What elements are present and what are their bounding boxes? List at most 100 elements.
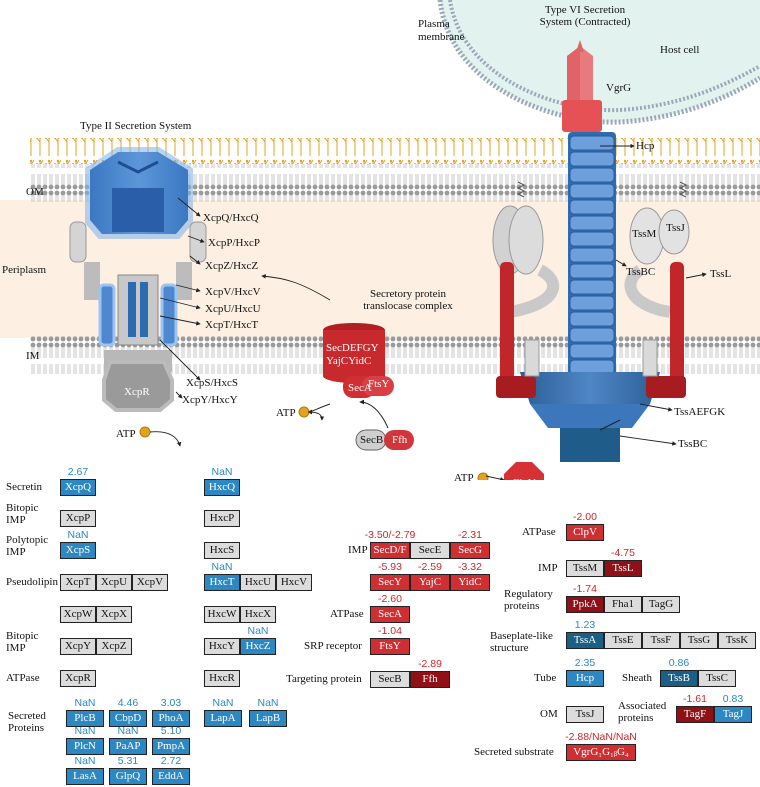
- vgrg-box: VgrG₁G₁ᵦG₄: [566, 744, 636, 761]
- sheath-box: TssB: [660, 670, 698, 687]
- log-fold-change-value: NaN: [74, 725, 96, 737]
- tssl-diagram-label: TssL: [710, 268, 732, 280]
- t6ss-reg-box: PpkA: [566, 596, 604, 613]
- t6ss-imp-label: IMP: [538, 562, 558, 574]
- log-fold-change-value: 0.86: [668, 657, 690, 669]
- log-fold-change-value: -4.75: [611, 547, 635, 559]
- atp-t6ss-label: ATP: [454, 472, 474, 484]
- log-fold-change-value: NaN: [211, 561, 233, 573]
- secreted-protein-box: LasA: [66, 768, 104, 785]
- diagram-artwork: [0, 0, 760, 502]
- t2ss-component-label: XcpP/HxcP: [208, 237, 260, 249]
- t2ss-row-label: Pseudolipin: [6, 576, 58, 588]
- sheath-label: Sheath: [622, 672, 652, 684]
- om-label: OM: [26, 186, 44, 198]
- sheath-segment: [569, 231, 615, 247]
- t2ss-title: Type II Secretion System: [80, 120, 192, 132]
- secreted-protein-box: EddA: [152, 768, 190, 785]
- t6ss-reg-box: Fha1: [604, 596, 642, 613]
- t2ss-component-label: XcpY/HxcY: [182, 394, 238, 406]
- log-fold-change-value: -2.89: [418, 658, 442, 670]
- seca-diagram-label: SecA: [348, 382, 372, 394]
- t2ss-hxc-box: HxcR: [204, 670, 240, 687]
- periplasm-label: Periplasm: [2, 264, 46, 276]
- log-fold-change-value: 3.03: [160, 697, 182, 709]
- t2ss-xcp-box: XcpZ: [96, 638, 132, 655]
- log-fold-change-value: -5.93: [378, 561, 402, 573]
- log-fold-change-value: NaN: [74, 755, 96, 767]
- ftsy-diagram-label: FtsY: [368, 378, 390, 390]
- secreted-protein-box: PmpA: [152, 738, 190, 755]
- t2ss-component-label: XcpS/HxcS: [186, 377, 238, 389]
- log-fold-change-value: -1.04: [378, 625, 402, 637]
- tssj-diagram-label: TssJ: [666, 222, 685, 234]
- t6ss-baseplate-box: TssF: [642, 632, 680, 649]
- t2ss-hxc-box: HxcZ: [240, 638, 276, 655]
- t2ss-hxc-box: HxcQ: [204, 479, 240, 496]
- t6ss-baseplate-box: TssE: [604, 632, 642, 649]
- t2ss-component-label: XcpQ/HxcQ: [203, 212, 259, 224]
- secreted-protein-box: PlcB: [66, 710, 104, 727]
- im-label: IM: [26, 350, 40, 362]
- t2ss-xcp-box: XcpT: [60, 574, 96, 591]
- sheath-segment: [569, 167, 615, 183]
- t2ss-row-label: Bitopic IMP: [6, 502, 39, 526]
- t2ss-row-label: Polytopic IMP: [6, 534, 49, 558]
- sec-apparatus: [307, 323, 414, 451]
- log-fold-change-value: NaN: [117, 725, 139, 737]
- xcpr-diagram-label: XcpR: [124, 386, 150, 398]
- t2ss-hxc-box: HxcV: [276, 574, 312, 591]
- t2ss-hxc-box: HxcP: [204, 510, 240, 527]
- t2ss-row-label: ATPase: [6, 672, 40, 684]
- secretion-systems-diagram: Plasma membrane Type VI Secretion System…: [0, 0, 760, 502]
- t2ss-hxc-box: HxcW: [204, 606, 240, 623]
- log-fold-change-value: 5.10: [160, 725, 182, 737]
- log-fold-change-value: NaN: [74, 697, 96, 709]
- t2ss-xcp-box: XcpU: [96, 574, 132, 591]
- sheath-segment: [569, 183, 615, 199]
- log-fold-change-value: NaN: [212, 697, 234, 709]
- t2ss-row-label: Bitopic IMP: [6, 630, 39, 654]
- plasma-membrane-label: Plasma membrane: [418, 18, 465, 43]
- sheath-segment: [569, 279, 615, 295]
- sheath-segment: [569, 199, 615, 215]
- seca-box: SecA: [370, 606, 410, 623]
- t6ss-atpase-label: ATPase: [522, 526, 556, 538]
- sec-imp-box: SecE: [410, 542, 450, 559]
- clpv-box: ClpV: [566, 524, 604, 541]
- hcp-diagram-label: Hcp: [636, 140, 655, 152]
- t2ss-hxc-box: HxcU: [240, 574, 276, 591]
- tssm-diagram-label: TssM: [632, 228, 657, 240]
- t2ss-hxc-box: HxcX: [240, 606, 276, 623]
- t2ss-xcp-box: XcpY: [60, 638, 96, 655]
- t2ss-hxc-box: HxcS: [204, 542, 240, 559]
- secreted-protein-box: CbpD: [109, 710, 147, 727]
- log-fold-change-value: 2.72: [160, 755, 182, 767]
- sec-imp-box: YajC: [410, 574, 450, 591]
- log-fold-change-value: 0.83: [722, 693, 744, 705]
- sec-atpase-label: ATPase: [330, 608, 364, 620]
- sheath-segment: [569, 295, 615, 311]
- hcp-box: Hcp: [566, 670, 604, 687]
- associated-box: TagF: [676, 706, 714, 723]
- tssj-box: TssJ: [566, 706, 604, 723]
- log-fold-change-value: NaN: [257, 697, 279, 709]
- srp-receptor-label: SRP receptor: [304, 640, 362, 652]
- log-fold-change-value: 2.35: [574, 657, 596, 669]
- t2ss-xcp-box: XcpV: [132, 574, 168, 591]
- t2ss-component-label: XcpV/HxcV: [205, 286, 261, 298]
- secreted-protein-box: PhoA: [152, 710, 190, 727]
- log-fold-change-value: NaN: [67, 529, 89, 541]
- log-fold-change-value: 1.23: [574, 619, 596, 631]
- sheath-box: TssC: [698, 670, 736, 687]
- secreted-substrate-label: Secreted substrate: [474, 746, 554, 758]
- sec-complex-label: Secretory protein translocase complex: [363, 288, 453, 312]
- targeting-protein-label: Targeting protein: [286, 673, 362, 685]
- t6ss-baseplate-box: TssG: [680, 632, 718, 649]
- log-fold-change-value: -2.00: [573, 511, 597, 523]
- sec-imp-box: SecY: [370, 574, 410, 591]
- sheath-segment: [569, 263, 615, 279]
- targeting-box: Ffh: [410, 671, 450, 688]
- t6ss-imp-box: TssL: [604, 560, 642, 577]
- t6ss-baseplate-box: TssK: [718, 632, 756, 649]
